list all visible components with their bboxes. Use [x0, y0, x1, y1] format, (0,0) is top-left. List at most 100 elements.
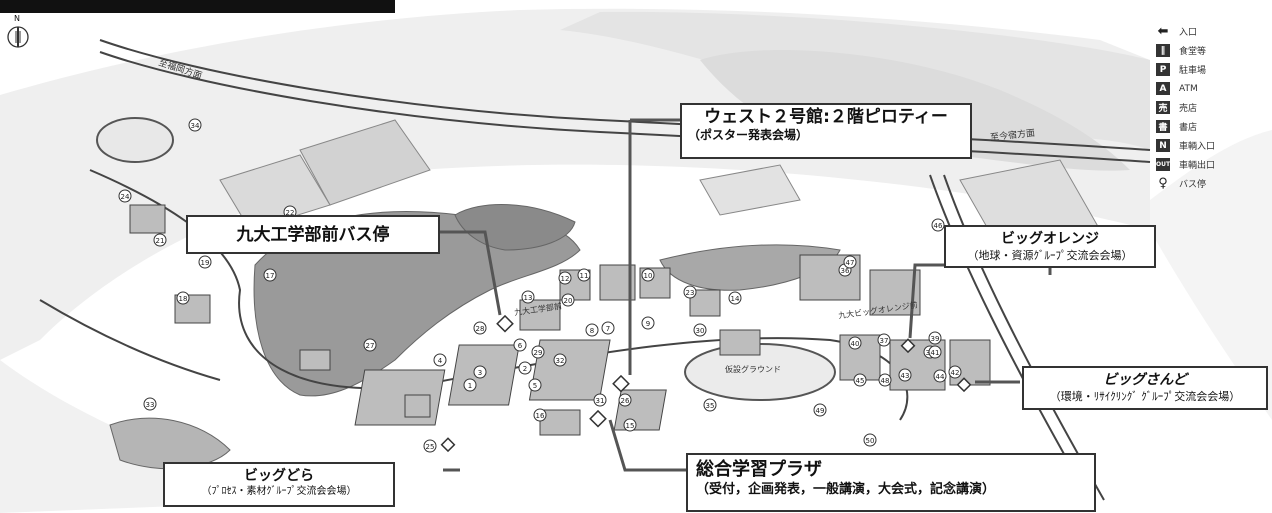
building-number: 47 [846, 259, 855, 267]
building-number-circle [513, 338, 527, 352]
building-number: 44 [936, 373, 945, 381]
marker-bigsand [956, 377, 972, 393]
building-number-circle [641, 268, 655, 282]
legend-label: 売店 [1179, 104, 1198, 114]
building-number-circle [601, 321, 615, 335]
running-track [96, 117, 174, 163]
legend-label: ATM [1179, 83, 1198, 94]
building-number-circle [863, 433, 877, 447]
building-number: 31 [596, 397, 605, 405]
building-number: 9 [646, 320, 650, 328]
legend-item: N 車輌入口 [1156, 136, 1266, 155]
building-number-circle [848, 336, 862, 350]
building-number: 49 [816, 407, 825, 415]
building-number: 46 [934, 222, 943, 230]
building-number: 17 [266, 272, 275, 280]
legend-label: 駐車場 [1179, 66, 1207, 76]
legend-label: 食堂等 [1179, 47, 1207, 57]
building-number: 1 [468, 382, 472, 390]
callout-plaza-title: 総合学習プラザ [696, 459, 822, 480]
building-number: 16 [536, 412, 545, 420]
marker-busstop [496, 314, 514, 333]
building-number-circle [263, 268, 277, 282]
building-number: 26 [621, 397, 630, 405]
building-number: 13 [524, 294, 533, 302]
building-number: 11 [580, 272, 589, 280]
callout-bigsand-title: ビッグさんど [1103, 372, 1187, 388]
callout-bigdora-sub: （ﾌﾟﾛｾｽ・素材ｸﾞﾙｰﾌﾟ交流会会場） [201, 485, 357, 497]
building-number-circle [898, 368, 912, 382]
legend-item: ⬅入口 [1156, 22, 1266, 41]
building-number-circle [693, 323, 707, 337]
building-number: 24 [121, 193, 130, 201]
marker-bigorange [900, 338, 916, 354]
building-number-circle [473, 365, 487, 379]
building-number-circle [423, 439, 437, 453]
building-number-circle [585, 323, 599, 337]
callout-west2-title: ウェスト２号館:２階ピロティー [704, 107, 948, 127]
legend-label: 車輌入口 [1179, 142, 1216, 152]
building-number-circle [618, 393, 632, 407]
building-number: 14 [731, 295, 740, 303]
building-number: 32 [556, 357, 565, 365]
legend-item: A ATM [1156, 79, 1266, 98]
callout-plaza: 総合学習プラザ （受付，企画発表，一般講演，大会式，記念講演） [686, 453, 1096, 512]
legend-item: 書書店 [1156, 117, 1266, 136]
bookstore-icon: 書 [1156, 120, 1170, 133]
callout-plaza-sub: （受付，企画発表，一般講演，大会式，記念講演） [696, 481, 996, 497]
building-number: 40 [851, 340, 860, 348]
building-number-circle [433, 353, 447, 367]
building-number-circle [813, 403, 827, 417]
building-number-circle [561, 293, 575, 307]
building-number: 37 [880, 337, 889, 345]
cutlery-icon: ∥ [1156, 44, 1170, 57]
building-number-circle [877, 333, 891, 347]
building-number: 3 [478, 369, 482, 377]
legend-label: 入口 [1179, 28, 1198, 38]
building-number-circle [363, 338, 377, 352]
building-number: 5 [533, 382, 537, 390]
building-number-circle [143, 397, 157, 411]
building-number: 4 [438, 357, 443, 365]
building-number: 33 [146, 401, 155, 409]
building-number: 12 [561, 275, 570, 283]
building-number: 19 [201, 259, 210, 267]
building-number-circle [188, 118, 202, 132]
building-number: 25 [426, 443, 435, 451]
shop-icon: 売 [1156, 101, 1170, 114]
building-number-circle [577, 268, 591, 282]
building-number: 18 [179, 295, 188, 303]
building-number-circle [728, 291, 742, 305]
building-number-circle [533, 408, 547, 422]
building-number-circle [463, 378, 477, 392]
building-number: 2 [523, 365, 527, 373]
building-number: 15 [626, 422, 635, 430]
marker-bigdora [440, 437, 456, 453]
building-number-circle [473, 321, 487, 335]
building-number: 28 [476, 325, 485, 333]
callout-bigorange-title: ビッグオレンジ [1001, 231, 1099, 247]
building-number: 43 [901, 372, 910, 380]
building-number: 45 [856, 377, 865, 385]
title-bar [0, 0, 395, 13]
marker-plaza [589, 409, 607, 428]
atm-icon: A [1156, 82, 1170, 95]
building-number-circle [641, 316, 655, 330]
bus-stop-icon: ♀ [1158, 176, 1168, 191]
callout-bigorange-sub: （地球・資源ｸﾞﾙｰﾌﾟ交流会会場） [967, 248, 1133, 262]
building-number-circle [521, 290, 535, 304]
vehicle-entrance-icon: N [1156, 139, 1170, 152]
north-compass: N [6, 14, 32, 48]
callout-busstop: 九大工学部前バス停 [186, 215, 440, 254]
building-number: 6 [518, 342, 523, 350]
building-number-circle [933, 369, 947, 383]
building-number-circle [703, 398, 717, 412]
building-number: 29 [534, 349, 543, 357]
legend-item: ∥ 食堂等 [1156, 41, 1266, 60]
building-number: 10 [644, 272, 653, 280]
building-number: 20 [564, 297, 573, 305]
building-number: 27 [366, 342, 375, 350]
callout-bigsand-sub: （環境・ﾘｻｲｸﾘﾝｸﾞ ｸﾞﾙｰﾌﾟ交流会会場） [1049, 389, 1241, 403]
building-number-circle [683, 285, 697, 299]
